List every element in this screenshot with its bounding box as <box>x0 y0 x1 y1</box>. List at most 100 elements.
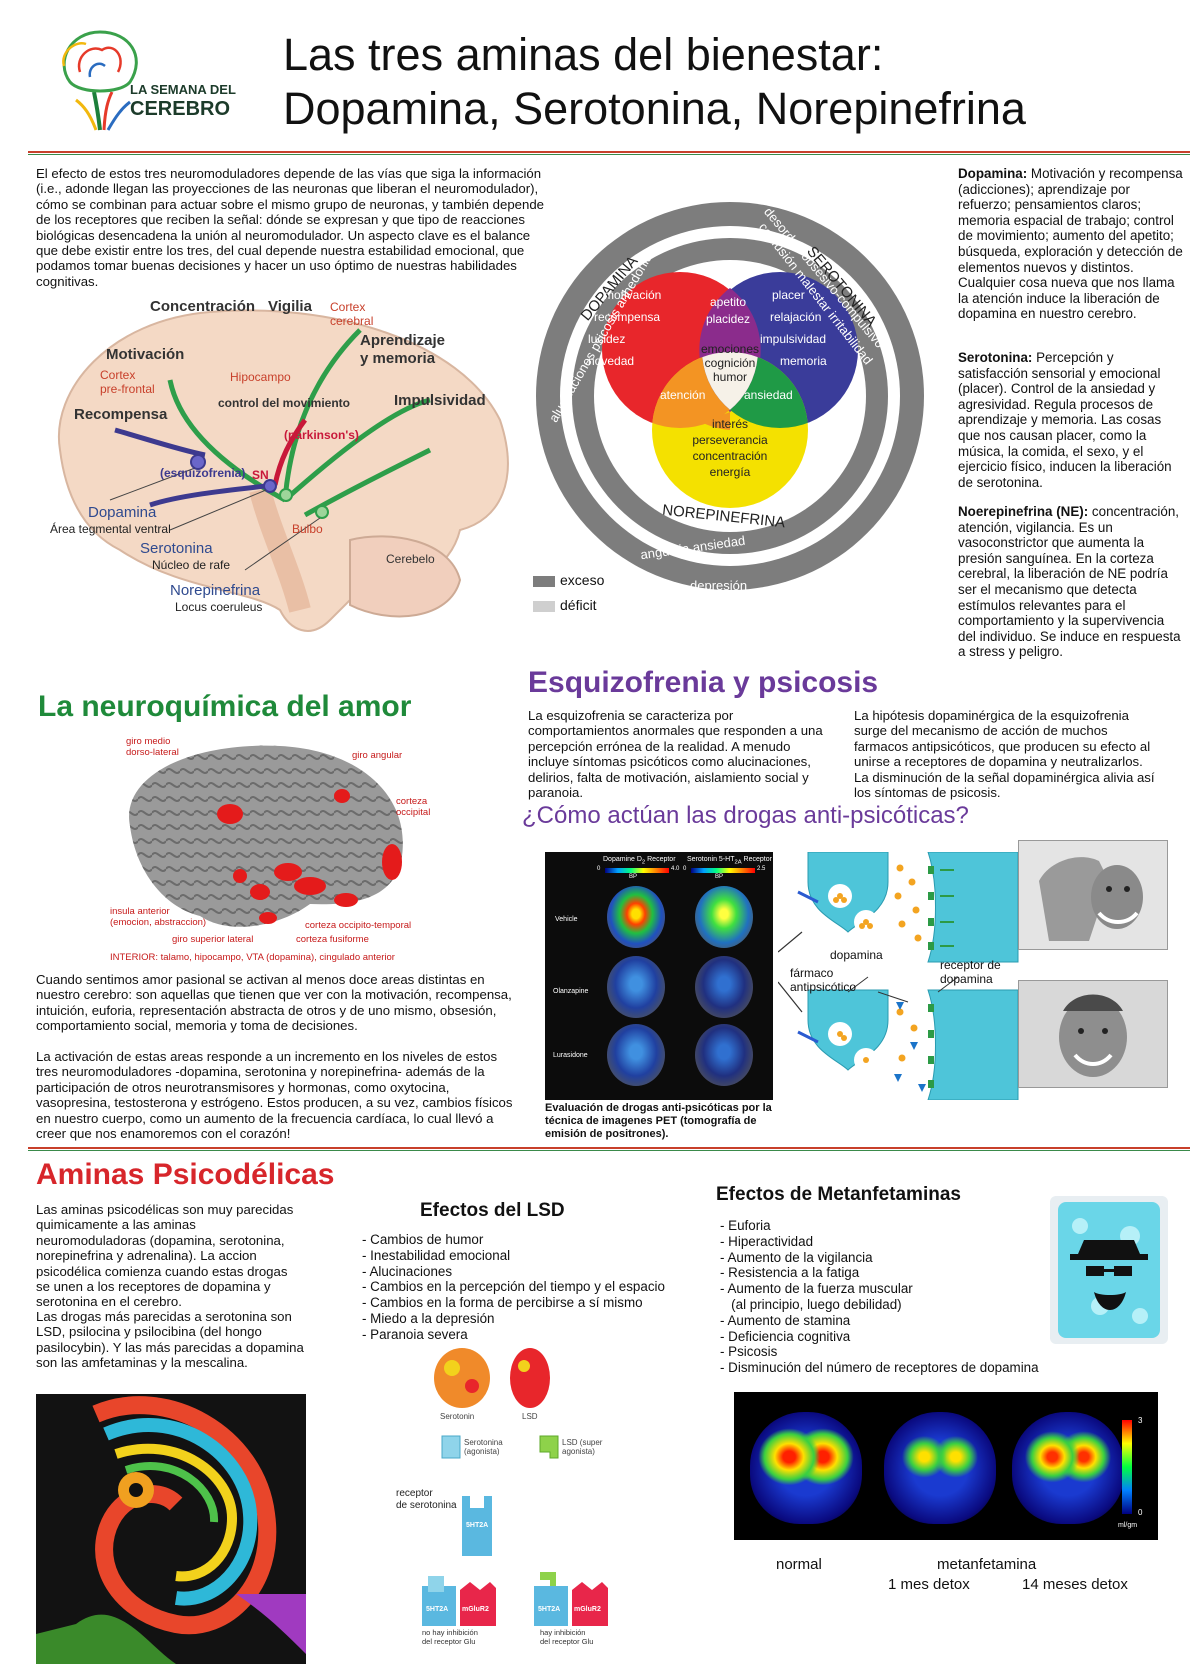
synapse-label-dopamina: dopamina <box>830 948 883 962</box>
pet-scale2-max: 2.5 <box>757 866 766 872</box>
sidebar-serotonina-text: Percepción y satisfacción sensorial y em… <box>958 350 1172 490</box>
amor-label-giro-superior: giro superior lateral <box>172 934 254 945</box>
amor-brain-image <box>110 736 410 954</box>
label-cerebelo: Cerebelo <box>386 552 435 566</box>
love-brain-icon <box>129 745 403 927</box>
label-hipocampo: Hipocampo <box>230 370 291 384</box>
venn-blue-words: placer relajación impulsividad memoria <box>750 284 860 372</box>
psico-text2: Las drogas más parecidas a serotonina so… <box>36 1309 304 1371</box>
amor-title: La neuroquímica del amor <box>38 690 412 723</box>
venn-rb-word: apetito <box>709 295 747 309</box>
venn-outer-bottom2: depresión <box>690 578 748 593</box>
mol-5ht2a-right: 5HT2A <box>538 1606 561 1613</box>
venn-red-word: lucidez <box>588 332 626 346</box>
chameleon-artwork <box>36 1394 306 1664</box>
label-impulsividad: Impulsividad <box>394 392 486 409</box>
label-serotonina-sub: Núcleo de rafe <box>152 558 231 572</box>
pet-caption: Evaluación de drogas anti-psicóticas por… <box>545 1102 772 1140</box>
venn-red-word: motivación <box>604 288 662 302</box>
venn-blue-word: memoria <box>780 354 827 368</box>
list-item: (al principio, luego debilidad) <box>720 1296 902 1312</box>
scan-label-14meses: 14 meses detox <box>1022 1576 1128 1593</box>
heisenberg-icon <box>1058 1202 1160 1338</box>
venn-yellow-word: energía <box>709 465 751 479</box>
pet-scale-bar-1 <box>605 868 669 873</box>
list-item: - Hiperactividad <box>720 1233 814 1249</box>
mol-mglu-left: mGluR2 <box>462 1606 489 1613</box>
venn-center-word: humor <box>712 370 747 384</box>
meta-title: Efectos de Metanfetaminas <box>716 1184 961 1205</box>
label-dopamina: Dopamina <box>88 504 157 521</box>
pet-scan-panel: Dopamine D2 Receptor Serotonin 5-HT2A Re… <box>545 852 773 1100</box>
amor-label-interior: INTERIOR: talamo, hipocampo, VTA (dopami… <box>110 952 395 963</box>
label-concentracion: Concentración <box>150 298 256 315</box>
label-motivacion: Motivación <box>106 346 185 363</box>
pet-row-vehicle: Vehicle <box>555 916 578 923</box>
label-control-movimiento: control del movimiento <box>218 396 351 410</box>
venn-diagram: DOPAMINA SEROTONINA NOREPINEFRINA alucin… <box>520 190 940 610</box>
mol-lsd-ag: LSD (super agonista) <box>562 1438 603 1456</box>
brain-pathway-diagram: Concentración Vigilia Cortex cerebral Mo… <box>30 290 510 660</box>
label-cortex-prefrontal: Cortex pre-frontal <box>100 368 155 396</box>
venn-rb-words: apetito placidez <box>698 294 758 328</box>
pet-scale-label-2: BP <box>715 874 724 880</box>
list-item: - Miedo a la depresión <box>362 1310 495 1326</box>
venn-red-words: motivación recompensa lucidez novedad <box>580 284 690 372</box>
pet-scan <box>607 886 665 948</box>
list-item: - Deficiencia cognitiva <box>720 1328 851 1344</box>
list-item: - Alucinaciones <box>362 1263 453 1279</box>
esquizo-col2: La hipótesis dopaminérgica de la esquizo… <box>854 708 1155 801</box>
pet-scale-bar-2 <box>691 868 755 873</box>
sidebar-dopamina-title: Dopamina: <box>958 166 1028 181</box>
venn-yellow-word: interés <box>711 417 749 431</box>
pet-scale1-min: 0 <box>597 866 601 872</box>
scan-label-metanfetamina: metanfetamina <box>937 1556 1037 1573</box>
label-recompensa: Recompensa <box>74 406 168 423</box>
pet-row-lurasidone: Lurasidone <box>553 1052 588 1059</box>
scan-color-scale <box>1122 1420 1132 1514</box>
meth-bag-image <box>1050 1196 1168 1344</box>
amor-text2: La activación de estas areas responde a … <box>36 1049 513 1142</box>
sidebar-dopamina: Dopamina: Motivación y recompensa (adicc… <box>958 166 1184 322</box>
esquizo-title: Esquizofrenia y psicosis <box>528 666 879 699</box>
label-norepinefrina-sub: Locus coeruleus <box>175 600 263 614</box>
pet-header-serotonin: Serotonin 5-HT2A Receptor <box>687 856 772 866</box>
scan-unit: ml/gm <box>1118 1522 1138 1529</box>
scan-scale-min: 0 <box>1138 1508 1143 1517</box>
list-item: - Aumento de la vigilancia <box>720 1249 873 1265</box>
pet-row-olanzapine: Olanzapine <box>553 988 589 995</box>
mol-no-inhibicion: no hay inhibición del receptor Glu <box>422 1628 478 1646</box>
venn-blue-word: impulsividad <box>760 332 827 346</box>
venn-yellow-word: concentración <box>692 449 768 463</box>
venn-center-word: cognición <box>704 356 756 370</box>
brain-scan <box>1012 1412 1124 1524</box>
tree-logo-icon <box>62 30 138 131</box>
face-icon <box>1019 841 1167 949</box>
venn-yellow-words: interés perseverancia concentración ener… <box>670 416 790 480</box>
venn-by-word: ansiedad <box>744 388 793 402</box>
face-icon <box>1019 981 1167 1087</box>
pet-scan <box>695 886 753 948</box>
list-item: - Paranoia severa <box>362 1326 468 1342</box>
amor-label-corteza-occipital: corteza occipital <box>396 796 431 818</box>
amor-text1: Cuando sentimos amor pasional se activan… <box>36 972 512 1034</box>
venn-rb-word: placidez <box>705 312 751 326</box>
legend-exceso: exceso <box>560 572 605 588</box>
list-item: - Cambios de humor <box>362 1232 484 1247</box>
legend-deficit: déficit <box>560 597 597 613</box>
pet-scan <box>607 956 665 1018</box>
venn-blue-word: placer <box>772 288 805 302</box>
sidebar-serotonina-title: Serotonina: <box>958 350 1033 365</box>
venn-red-word: recompensa <box>594 310 661 324</box>
sidebar-dopamina-text: Motivación y recompensa (adicciones); ap… <box>958 166 1183 322</box>
pet-scan <box>695 956 753 1018</box>
synapse-label-receptor: receptor de dopamina <box>940 958 1001 986</box>
photo-portrait-1 <box>1018 840 1168 950</box>
list-item: - Euforia <box>720 1218 771 1233</box>
esquizo-col1: La esquizofrenia se caracteriza por comp… <box>528 708 823 801</box>
label-esquizofrenia: (esquizofrenia) <box>160 466 246 480</box>
list-item: - Cambios en la percepción del tiempo y … <box>362 1279 665 1295</box>
sidebar-ne-title: Noerepinefrina (NE): <box>958 504 1089 519</box>
sidebar-serotonina: Serotonina: Percepción y satisfacción se… <box>958 350 1184 490</box>
list-item: - Cambios en la forma de percibirse a sí… <box>362 1295 643 1311</box>
